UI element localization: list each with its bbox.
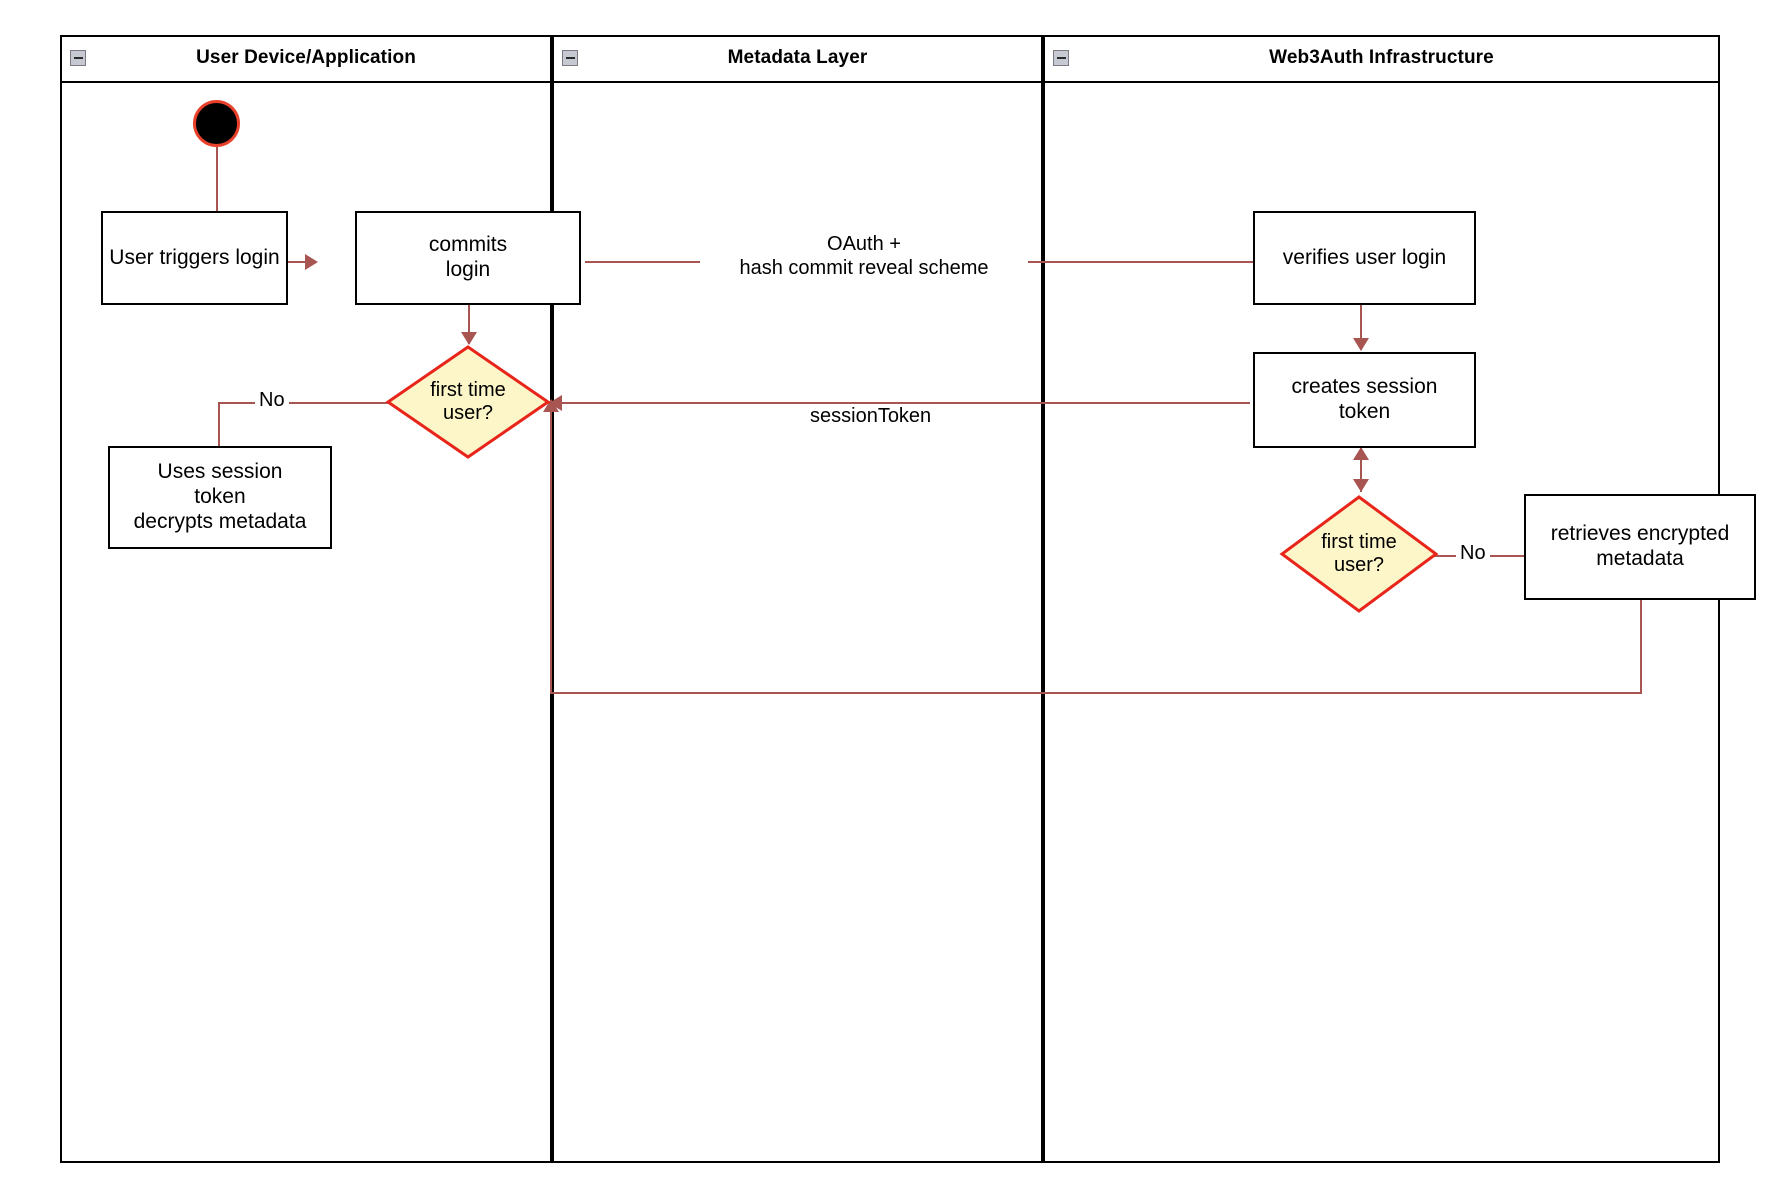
connector-return-path-horizontal [550, 692, 1642, 694]
collapse-minus-icon[interactable] [562, 50, 578, 66]
creates-session-token-line2: token [1338, 400, 1391, 423]
node-label-retrieves-encrypted-metadata: retrieves encrypted metadata [1539, 522, 1742, 572]
arrowhead-up-to-creates-session-token [1353, 447, 1369, 460]
swimlane-title-user-device: User Device/Application [196, 47, 416, 68]
connector-retrieves-down [1640, 600, 1642, 694]
swimlane-user-device[interactable] [60, 35, 552, 1163]
node-creates-session-token[interactable]: creates session token [1253, 352, 1476, 448]
swimlane-metadata-layer[interactable] [552, 35, 1043, 1163]
node-label-commits-login-line1: commits [428, 233, 508, 257]
edge-label-no-right: No [1456, 541, 1490, 565]
initial-start-node[interactable] [193, 100, 240, 147]
edge-label-no-left: No [255, 388, 289, 412]
arrowhead-to-commits-login [305, 254, 318, 270]
connector-return-path-vertical [550, 410, 552, 694]
edge-label-no-right-text: No [1460, 542, 1486, 564]
connector-no-left-branch [218, 402, 394, 404]
edge-label-oauth-line2: hash commit reveal scheme [739, 257, 989, 279]
connector-start-to-user-triggers-login [216, 147, 218, 211]
connector-creates-to-decision-right [1360, 448, 1362, 492]
edge-label-no-left-text: No [259, 389, 285, 411]
connector-user-triggers-to-commits [287, 261, 309, 263]
swimlane-title-metadata-layer: Metadata Layer [727, 47, 868, 68]
retrieves-line2: metadata [1596, 547, 1684, 570]
collapse-minus-icon[interactable] [1053, 50, 1069, 66]
arrowhead-to-decision-left [461, 332, 477, 345]
creates-session-token-line1: creates session [1291, 375, 1438, 399]
node-decision-first-time-user-left[interactable]: first time user? [385, 345, 551, 459]
node-verifies-user-login[interactable]: verifies user login [1253, 211, 1476, 305]
edge-label-session-token-text: sessionToken [810, 405, 932, 427]
node-uses-session-token[interactable]: Uses session token decrypts metadata [108, 446, 332, 549]
edge-label-oauth-line1: OAuth + [827, 233, 901, 255]
arrowhead-down-to-decision-right [1353, 479, 1369, 492]
swimlane-title-web3auth: Web3Auth Infrastructure [1269, 47, 1494, 68]
swimlane-header-metadata-layer[interactable]: Metadata Layer [552, 35, 1043, 83]
uses-session-token-line2: token [194, 485, 246, 509]
swimlane-header-user-device[interactable]: User Device/Application [60, 35, 552, 83]
connector-session-token-line [560, 402, 1250, 404]
node-label-uses-session-token: Uses session token decrypts metadata [122, 460, 319, 534]
edge-label-oauth: OAuth + hash commit reveal scheme [700, 232, 1028, 280]
uses-session-token-line1: Uses session [157, 460, 283, 484]
node-label-user-triggers-login: User triggers login [109, 245, 280, 269]
edge-label-session-token: sessionToken [806, 404, 936, 428]
uses-session-token-line3: decrypts metadata [133, 509, 307, 533]
node-user-triggers-login[interactable]: User triggers login [101, 211, 288, 305]
connector-no-left-down [218, 402, 220, 446]
node-retrieves-encrypted-metadata[interactable]: retrieves encrypted metadata [1524, 494, 1756, 600]
connector-commits-to-decision-left [468, 305, 470, 344]
retrieves-line1: retrieves encrypted [1550, 522, 1730, 546]
arrowhead-to-creates-session-token [1353, 338, 1369, 351]
node-label-commits-login-line2: login [445, 258, 491, 281]
node-label-creates-session-token: creates session token [1280, 375, 1450, 425]
node-label-commits-login: commits login [417, 233, 519, 283]
connector-verifies-to-creates [1360, 305, 1362, 350]
node-commits-login[interactable]: commits login [355, 211, 581, 305]
collapse-minus-icon[interactable] [70, 50, 86, 66]
swimlane-header-web3auth[interactable]: Web3Auth Infrastructure [1043, 35, 1720, 83]
node-decision-first-time-user-right[interactable]: first time user? [1279, 495, 1439, 613]
node-label-verifies-user-login: verifies user login [1282, 245, 1447, 269]
